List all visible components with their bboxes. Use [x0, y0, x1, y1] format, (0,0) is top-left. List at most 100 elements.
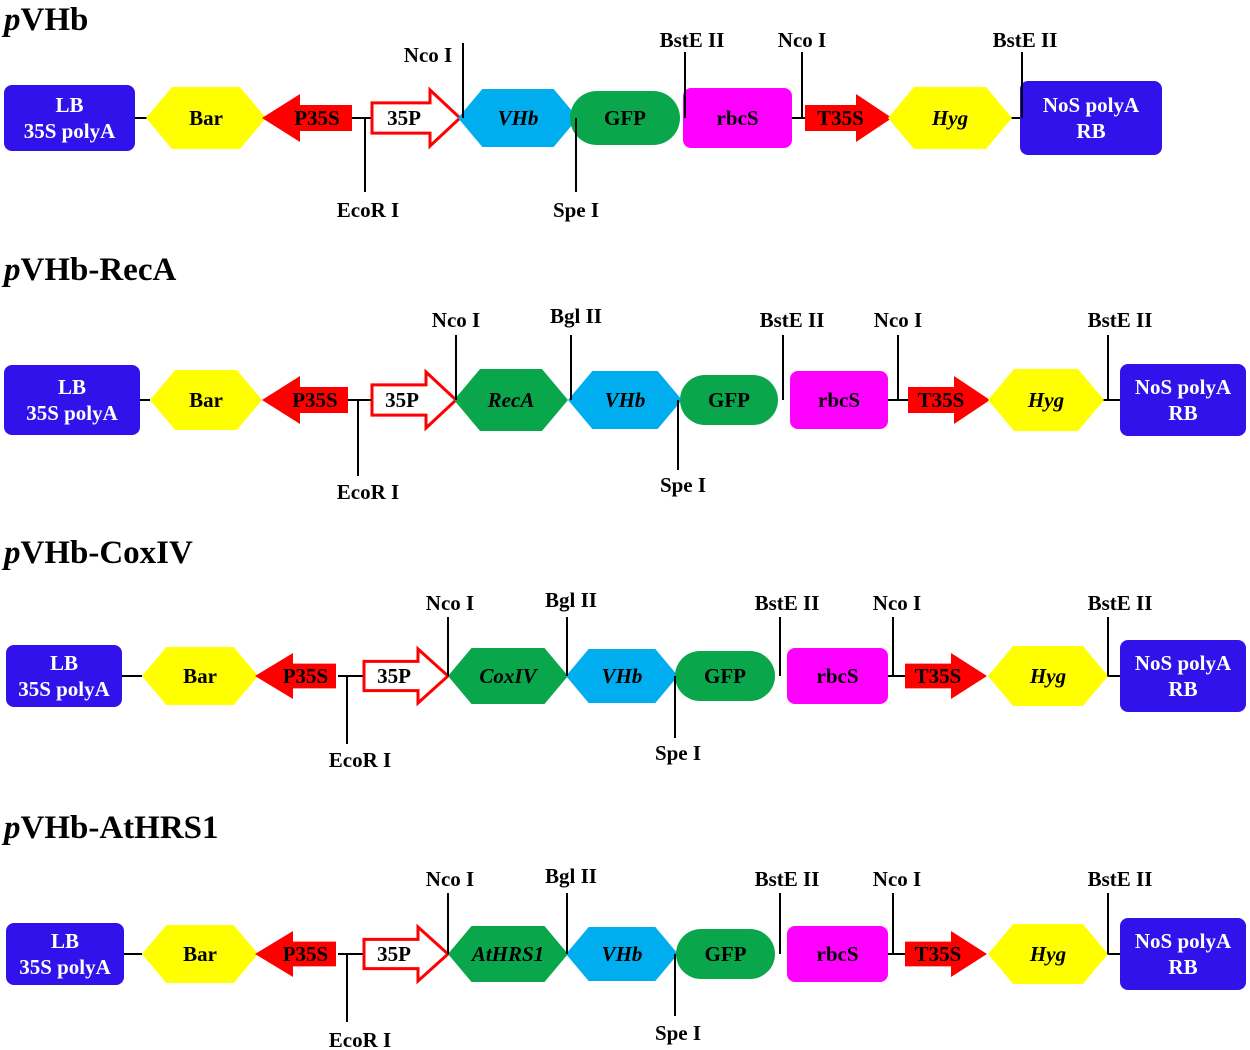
rounded-box-shape: [1120, 918, 1246, 990]
element-reca: RecA: [454, 369, 568, 431]
arrow-right-shape: [805, 94, 892, 142]
site-label: EcoR I: [337, 198, 399, 222]
element-label: P35S: [292, 388, 338, 412]
element-gfp: GFP: [675, 651, 775, 701]
site-label: BstE II: [760, 308, 825, 332]
site-bste-ii: BstE II: [1088, 867, 1152, 954]
element-label: NoS polyA: [1135, 651, 1232, 675]
site-nco-i: Nco I: [432, 308, 480, 400]
site-label: Nco I: [873, 591, 921, 615]
element-hyg: Hyg: [988, 369, 1104, 431]
element-label: 35P: [377, 664, 411, 688]
site-ecor-i: EcoR I: [337, 400, 399, 504]
construct-title: pVHb-RecA: [1, 252, 176, 288]
element-p35s: P35S: [255, 653, 336, 699]
element-label: AtHRS1: [470, 942, 544, 966]
element-rbcs: rbcS: [787, 926, 888, 982]
element-label: Bar: [183, 942, 217, 966]
element-35p: 35P: [362, 923, 451, 985]
arrow-left-shape: [262, 94, 352, 142]
element-vhb: VHb: [566, 649, 678, 703]
element-hyg: Hyg: [988, 646, 1108, 706]
element-gfp: GFP: [570, 91, 680, 145]
site-ecor-i: EcoR I: [329, 954, 391, 1050]
pill-shape: [680, 375, 778, 425]
site-nco-i: Nco I: [778, 28, 826, 118]
element-label: RB: [1076, 119, 1105, 143]
arrow-left-shape: [255, 931, 336, 977]
rounded-box-shape: [4, 365, 140, 435]
site-bste-ii: BstE II: [993, 28, 1057, 118]
site-label: BstE II: [755, 591, 820, 615]
hexagon-shape: [142, 925, 258, 983]
element-label: VHb: [602, 664, 643, 688]
site-ecor-i: EcoR I: [329, 676, 391, 772]
element-p35s: P35S: [262, 94, 352, 142]
element-label: LB: [50, 651, 78, 675]
site-label: BstE II: [1088, 308, 1153, 332]
site-bste-ii: BstE II: [755, 867, 819, 954]
site-label: BstE II: [1088, 591, 1153, 615]
site-bgl-ii: Bgl II: [550, 304, 602, 400]
site-label: Bgl II: [545, 864, 597, 888]
element-vhb: VHb: [458, 89, 578, 147]
element-label: NoS polyA: [1043, 93, 1140, 117]
element-label: 35S polyA: [18, 677, 110, 701]
site-spe-i: Spe I: [655, 954, 701, 1045]
element-coxiv: CoxIV: [448, 648, 568, 704]
site-bgl-ii: Bgl II: [545, 864, 597, 954]
hexagon-shape: [988, 924, 1108, 984]
site-label: Nco I: [426, 591, 474, 615]
site-bgl-ii: Bgl II: [545, 588, 597, 676]
hexagon-shape: [566, 649, 678, 703]
element-label: 35S polyA: [19, 955, 111, 979]
element-p35s: P35S: [255, 931, 336, 977]
element-label: T35S: [915, 942, 962, 966]
element-label: GFP: [708, 388, 750, 412]
element-p35s: P35S: [262, 376, 348, 424]
arrow-left-shape: [262, 376, 348, 424]
site-nco-i: Nco I: [426, 867, 474, 954]
site-label: Nco I: [404, 43, 452, 67]
site-label: Nco I: [874, 308, 922, 332]
element-bar: Bar: [142, 925, 258, 983]
rounded-box-shape: [790, 371, 888, 429]
element-label: rbcS: [817, 942, 859, 966]
element-label: RecA: [487, 388, 535, 412]
site-bste-ii: BstE II: [1088, 308, 1153, 400]
element-label: CoxIV: [479, 664, 538, 688]
element-bar: Bar: [146, 87, 266, 149]
element-gfp: GFP: [676, 929, 775, 979]
element-bar: Bar: [142, 647, 258, 705]
element-rbcs: rbcS: [787, 648, 888, 704]
rounded-box-shape: [787, 648, 888, 704]
site-nco-i: Nco I: [873, 591, 921, 676]
hexagon-shape: [988, 369, 1104, 431]
element-label: Hyg: [1029, 664, 1066, 688]
site-bste-ii: BstE II: [755, 591, 820, 676]
element-label: Bar: [183, 664, 217, 688]
element-label: 35P: [377, 942, 411, 966]
construct-title: pVHb: [1, 2, 88, 38]
element-label: T35S: [817, 106, 864, 130]
hexagon-shape: [448, 648, 568, 704]
element-label: 35S polyA: [24, 119, 116, 143]
hexagon-shape: [988, 646, 1108, 706]
element-label: NoS polyA: [1135, 375, 1232, 399]
element-label: rbcS: [717, 106, 759, 130]
element-hyg: Hyg: [888, 87, 1012, 149]
element-vhb: VHb: [568, 371, 682, 429]
site-label: EcoR I: [329, 748, 391, 772]
site-spe-i: Spe I: [660, 400, 706, 497]
hexagon-shape: [888, 87, 1012, 149]
rounded-box-shape: [4, 85, 135, 151]
arrow-right-outline-shape: [370, 368, 459, 432]
element-label: P35S: [283, 942, 329, 966]
element-label: P35S: [283, 664, 329, 688]
hexagon-shape: [150, 370, 262, 430]
